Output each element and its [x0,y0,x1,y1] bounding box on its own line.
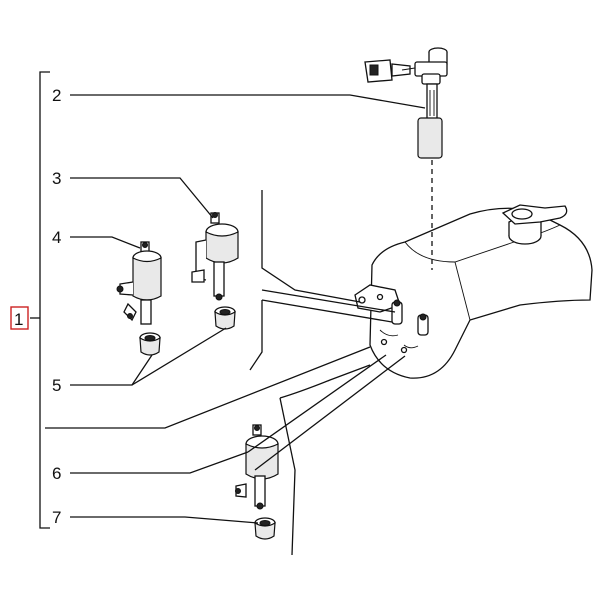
leader-lines [70,94,426,524]
callout-1-highlight-box [10,306,29,330]
callout-3: 3 [52,169,61,188]
level-sensor-part-2 [364,47,448,270]
washer-reservoir-tank [354,204,593,379]
grommet-part-7 [254,517,276,540]
callout-5: 5 [52,376,61,395]
callout-4: 4 [52,228,61,247]
callout-7: 7 [52,508,61,527]
grommet-part-5 [139,306,236,356]
hose-section-lines [45,190,371,556]
washer-pump-part-4 [116,241,162,325]
assembly-bracket [30,71,50,529]
callout-6: 6 [52,464,61,483]
callout-2: 2 [52,86,61,105]
washer-pump-part-3 [191,212,239,301]
callout-labels: 1 2 3 4 5 6 7 [10,86,61,527]
callout-1: 1 [14,310,23,329]
washer-pump-part-6 [235,424,279,510]
